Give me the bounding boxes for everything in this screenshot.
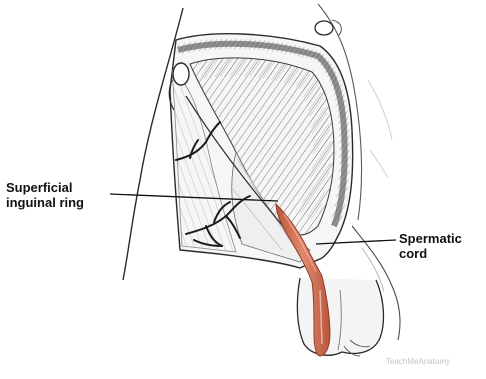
navel [315,21,333,35]
superficial-ring-label-line2: inguinal ring [6,195,84,210]
spermatic-cord-label-line1: Spermatic [399,231,462,246]
iliac-spine [173,63,189,85]
superficial-inguinal-ring-label: Superficial inguinal ring [6,180,84,210]
watermark: TeachMeAnatomy [386,357,450,366]
superficial-ring-label-line1: Superficial [6,180,84,195]
spermatic-cord-label-line2: cord [399,246,462,261]
spermatic-cord-label: Spermatic cord [399,231,462,261]
scrotum-outline [297,278,383,355]
